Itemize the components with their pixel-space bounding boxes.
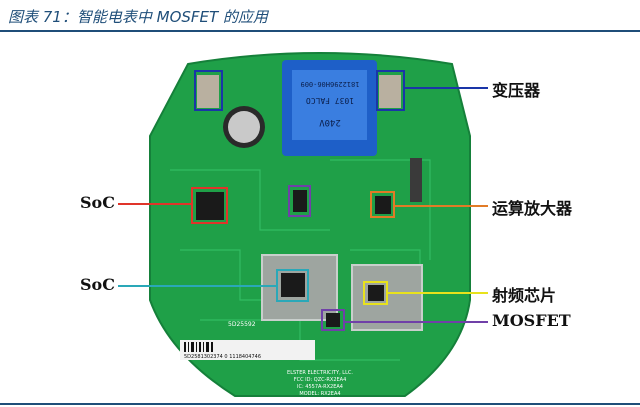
transformer-brand: 1037 FALCO bbox=[306, 96, 354, 105]
fcc-text: FCC ID: QZC-RX2EA4 bbox=[294, 377, 347, 383]
soc-chip-2 bbox=[281, 273, 305, 297]
soc-chip-1 bbox=[196, 192, 224, 220]
barcode-text: 5D2581302374 0 1118404746 bbox=[184, 354, 261, 360]
soc-callout-2 bbox=[118, 269, 309, 302]
footer-rule bbox=[0, 403, 640, 405]
figure-caption: 图表 71：智能电表中 MOSFET 的应用 bbox=[8, 8, 268, 26]
mosfet-top-box bbox=[288, 185, 311, 217]
ic-text: IC: 4557A-RX2EA4 bbox=[297, 384, 343, 390]
transformer-voltage: 240V bbox=[319, 117, 341, 127]
transformer-callout bbox=[194, 70, 488, 111]
caption-rule bbox=[0, 30, 640, 32]
label-op-amp: 运算放大器 bbox=[492, 199, 573, 218]
label-soc-2: SoC bbox=[80, 275, 115, 294]
op-amp-callout bbox=[370, 191, 488, 218]
label-mosfet: MOSFET bbox=[492, 311, 571, 330]
transformer-part: 1812296H06-009 bbox=[300, 80, 359, 88]
label-rf-chip: 射频芯片 bbox=[492, 286, 557, 305]
mosfet-chip bbox=[326, 313, 340, 327]
mosfet-callout bbox=[321, 309, 488, 331]
maker-text: ELSTER ELECTRICITY, LLC. bbox=[287, 370, 353, 376]
barcode-sticker bbox=[180, 340, 315, 360]
board-small-label: 5D25592 bbox=[228, 321, 256, 328]
label-transformer: 变压器 bbox=[492, 81, 541, 100]
pcb-photo: 240V 1037 FALCO 1812296H06-009 5D25592 5… bbox=[118, 52, 488, 397]
soc-callout-1 bbox=[118, 187, 228, 224]
label-soc-1: SoC bbox=[80, 193, 115, 212]
model-text: MODEL: RX2EA4 bbox=[299, 391, 340, 397]
rf-chip bbox=[368, 285, 384, 301]
rf-chip-callout bbox=[363, 281, 488, 305]
op-amp-chip bbox=[375, 196, 391, 214]
